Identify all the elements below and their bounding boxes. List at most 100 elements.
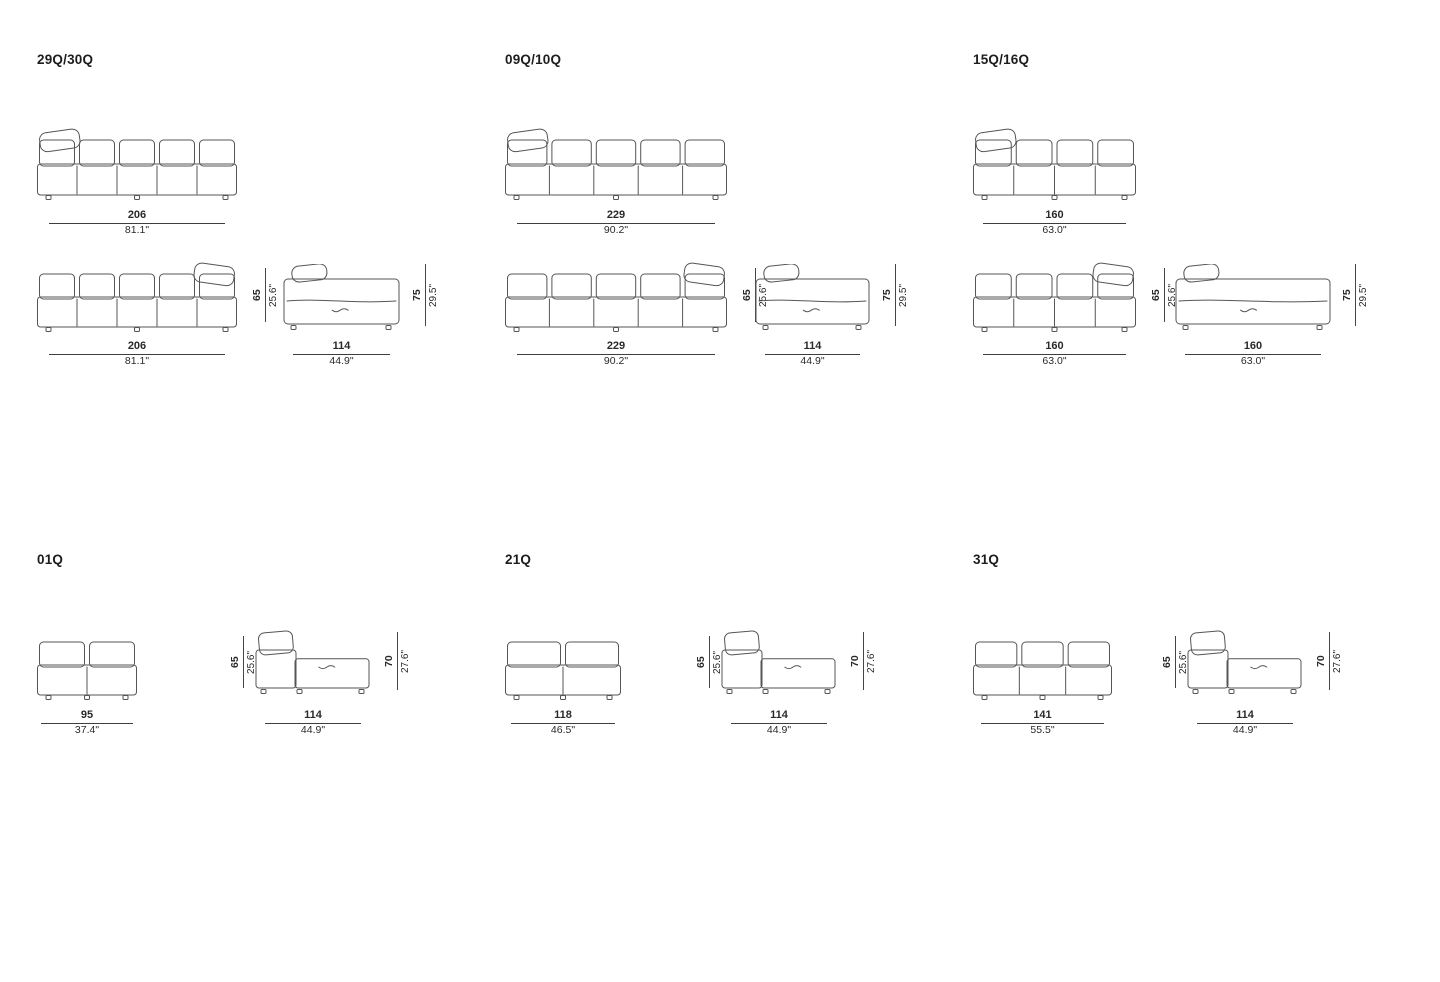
sofa-side-elevation-drawing [255, 630, 371, 694]
dimension-inches: 27.6" [400, 649, 412, 673]
dimension-inches: 46.5" [550, 724, 576, 736]
depth-dimension: 114 44.9" [765, 340, 860, 368]
dimension-line [981, 722, 1104, 724]
dimension-cm: 229 [606, 340, 626, 352]
dimension-cm: 65 [741, 289, 753, 301]
dimension-line [765, 353, 860, 355]
dimension-cm: 75 [881, 289, 893, 301]
sofa-side-elevation-drawing [1187, 630, 1303, 694]
sofa-side-elevation-drawing [283, 264, 400, 330]
dimension-inches: 90.2" [603, 355, 629, 367]
dimension-inches: 63.0" [1240, 355, 1266, 367]
sofa-front-elevation-drawing [505, 128, 727, 200]
dimension-cm: 229 [606, 209, 626, 221]
dimension-line [1329, 632, 1331, 690]
dimension-line [1355, 264, 1357, 326]
dimension-inches: 27.6" [866, 649, 878, 673]
dimension-inches: 63.0" [1042, 355, 1067, 367]
dimension-cm: 95 [80, 709, 94, 721]
depth-dimension: 114 44.9" [293, 340, 390, 368]
dimension-cm: 75 [411, 289, 423, 301]
dimension-line [265, 268, 267, 322]
dimension-inches: 29.5" [898, 283, 910, 307]
section-15q-16q: 15Q/16Q 160 63.0" 65 25.6" 160 63.0" 75 … [973, 52, 1418, 482]
dimension-cm: 65 [1150, 289, 1162, 301]
dimension-cm: 114 [1236, 709, 1254, 721]
dimension-line [895, 264, 897, 326]
dimension-line [1185, 353, 1321, 355]
width-dimension: 95 37.4" [41, 709, 133, 737]
height-dimension: 65 25.6" [229, 636, 257, 688]
section-31q: 31Q 141 55.5" 65 25.6" 70 27.6" 114 44.9… [973, 552, 1418, 982]
sofa-front-elevation-drawing [505, 630, 621, 700]
dimension-inches: 81.1" [124, 224, 150, 236]
depth-dimension: 114 44.9" [731, 709, 827, 737]
dimension-line [243, 636, 245, 688]
dimension-inches: 81.1" [124, 355, 150, 367]
section-09q-10q: 09Q/10Q 229 90.2" 65 25.6" 229 90.2" 75 … [505, 52, 950, 482]
dimension-line [397, 632, 399, 690]
dimension-inches: 63.0" [1042, 224, 1067, 236]
section-title: 21Q [505, 552, 532, 567]
sofa-side-elevation-drawing [755, 264, 870, 330]
sofa-front-elevation-drawing [973, 262, 1136, 332]
dimension-line [49, 222, 225, 224]
height-dimension: 75 29.5" [881, 264, 909, 326]
dimension-inches: 25.6" [268, 283, 280, 307]
dimension-line [49, 353, 225, 355]
dimension-cm: 65 [695, 656, 707, 668]
dimension-line [863, 632, 865, 690]
dimension-cm: 114 [770, 709, 788, 721]
height-dimension: 65 25.6" [251, 268, 279, 322]
dimension-inches: 29.5" [428, 283, 440, 307]
width-dimension: 160 63.0" [983, 340, 1126, 368]
sofa-front-elevation-drawing [973, 128, 1136, 200]
dimension-line [983, 222, 1126, 224]
sofa-front-elevation-drawing [37, 128, 237, 200]
dimension-inches: 44.9" [800, 355, 825, 367]
dimension-cm: 114 [304, 709, 322, 721]
height-dimension: 70 27.6" [383, 632, 411, 690]
dimension-cm: 160 [1045, 340, 1064, 352]
dimension-line [517, 353, 715, 355]
dimension-cm: 65 [229, 656, 241, 668]
section-title: 31Q [973, 552, 1000, 567]
section-title: 01Q [37, 552, 64, 567]
dimension-line [425, 264, 427, 326]
height-dimension: 65 25.6" [1161, 636, 1189, 688]
dimension-line [293, 353, 390, 355]
dimension-inches: 27.6" [1332, 649, 1344, 673]
width-dimension: 141 55.5" [981, 709, 1104, 737]
dimension-line [709, 636, 711, 688]
width-dimension: 229 90.2" [517, 340, 715, 368]
section-title: 09Q/10Q [505, 52, 562, 67]
dimension-line [41, 722, 133, 724]
width-dimension: 229 90.2" [517, 209, 715, 237]
width-dimension: 160 63.0" [983, 209, 1126, 237]
dimension-inches: 90.2" [603, 224, 629, 236]
dimension-inches: 44.9" [766, 724, 792, 736]
dimension-cm: 70 [849, 655, 861, 667]
dimension-line [265, 722, 361, 724]
dimension-cm: 65 [1161, 656, 1173, 668]
dimension-line [1197, 722, 1293, 724]
dimension-line [1164, 268, 1166, 322]
width-dimension: 206 81.1" [49, 340, 225, 368]
dimension-cm: 65 [251, 289, 263, 301]
dimension-inches: 29.5" [1358, 283, 1370, 307]
section-21q: 21Q 118 46.5" 65 25.6" 70 27.6" 114 44.9… [505, 552, 950, 982]
dimension-inches: 44.9" [1232, 724, 1258, 736]
dimension-cm: 114 [803, 340, 822, 352]
dimension-line [983, 353, 1126, 355]
height-dimension: 65 25.6" [1150, 268, 1178, 322]
dimension-inches: 44.9" [300, 724, 326, 736]
height-dimension: 70 27.6" [1315, 632, 1343, 690]
section-01q: 01Q 95 37.4" 65 25.6" 70 27.6" 114 44.9" [37, 552, 482, 982]
dimension-line [1175, 636, 1177, 688]
height-dimension: 65 25.6" [695, 636, 723, 688]
dimension-cm: 206 [127, 209, 147, 221]
section-title: 15Q/16Q [973, 52, 1030, 67]
sofa-side-elevation-drawing [721, 630, 837, 694]
height-dimension: 75 29.5" [1341, 264, 1369, 326]
dimension-cm: 118 [554, 709, 572, 721]
